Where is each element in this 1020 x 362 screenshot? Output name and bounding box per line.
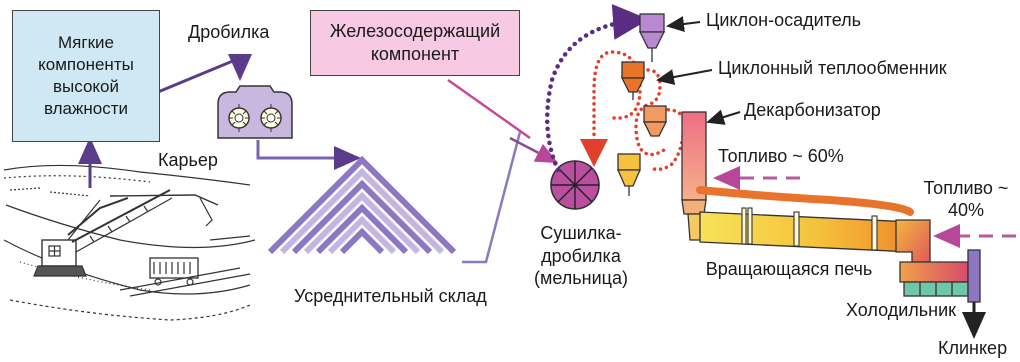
cyclone-stage-3 <box>617 153 641 196</box>
crusher-label: Дробилка <box>188 22 270 42</box>
decarbonizer-label: Декарбонизатор <box>744 100 881 120</box>
rotary-kiln <box>687 207 913 253</box>
iron-component-box: Железосодержащий компонент <box>310 10 520 76</box>
quarry-sketch <box>3 164 256 321</box>
settling-cyclone <box>638 13 666 62</box>
rotary-kiln-label: Вращающаяся печь <box>705 259 873 279</box>
blending-store-pile <box>267 155 457 255</box>
blending-store-label: Усреднительный склад <box>294 286 487 306</box>
pointer-settling-cyclone <box>666 16 701 32</box>
quarry-label: Карьер <box>158 150 218 170</box>
heat-exchanger-label: Циклонный теплообменник <box>718 58 947 78</box>
decarbonizer <box>681 111 707 215</box>
settling-cyclone-label: Циклон-осадитель <box>706 10 862 30</box>
tertiary-air-duct <box>696 186 914 216</box>
fuel-60-label: Топливо ~ 60% <box>718 146 844 166</box>
dotted-gas-loop-2 <box>648 107 686 172</box>
soft-components-label: Мягкие компоненты высокой влажности <box>38 32 134 119</box>
arrow-iron <box>447 78 531 140</box>
kiln-hood-cooler <box>895 219 981 303</box>
arrow-crusher-to-store <box>256 140 361 170</box>
cyclone-stage-1 <box>620 61 646 100</box>
soft-components-box: Мягкие компоненты высокой влажности <box>12 10 160 142</box>
fuel-40-label: Топливо ~ 40% <box>923 178 1009 220</box>
clinker-label: Клинкер <box>938 338 1008 358</box>
iron-component-label: Железосодержащий компонент <box>329 20 501 64</box>
arrow-soft-to-crusher <box>157 54 252 94</box>
cyclone-stage-2 <box>642 105 668 137</box>
crusher-icon <box>217 85 293 139</box>
dotted-gas-line <box>580 50 642 167</box>
line-store-to-mill <box>462 131 522 264</box>
dotted-mill-to-cyclone <box>544 3 649 173</box>
mill-icon <box>550 160 600 210</box>
arrow-to-mill <box>509 136 559 164</box>
pointer-heat-exchanger <box>656 69 713 85</box>
dryer-crusher-label: Сушилка-дробилка (мельница) <box>534 223 628 288</box>
cooler-label: Холодильник <box>846 300 957 320</box>
dotted-gas-loop-1 <box>634 68 666 157</box>
pointer-decarbonizer <box>706 109 741 125</box>
